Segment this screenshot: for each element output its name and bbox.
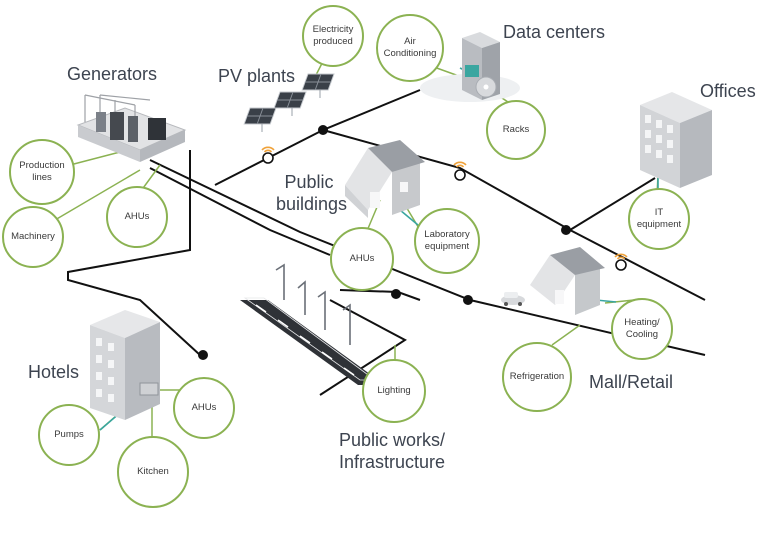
bubble-ahus-hotels: AHUs: [173, 377, 235, 439]
junction-dot: [561, 225, 571, 235]
title-public-buildings: Public buildings: [276, 172, 348, 214]
junction-dot: [391, 289, 401, 299]
bubble-label: Racks: [502, 124, 530, 135]
line-to-offices: [569, 177, 656, 231]
bubble-machinery: Machinery: [2, 206, 64, 268]
hotel-building: [90, 310, 160, 420]
bubble-heating-cooling: Heating/ Cooling: [611, 298, 673, 360]
wifi-icon: [453, 161, 467, 168]
bubble-refrigeration: Refrigeration: [502, 342, 572, 412]
title-offices: Offices: [700, 81, 756, 101]
bubble-label: AHUs: [349, 253, 375, 264]
bubble-production-lines: Production lines: [9, 139, 75, 205]
meter-ring: [454, 169, 466, 181]
pv-panels: [243, 73, 335, 132]
bubble-label: Production lines: [19, 160, 65, 183]
bubble-label: Lighting: [377, 385, 411, 396]
meter-ring: [615, 259, 627, 271]
bubble-electricity-produced: Electricity produced: [302, 5, 364, 67]
bubble-label: AHUs: [191, 402, 217, 413]
bubble-ahus-public: AHUs: [330, 227, 394, 291]
bubble-it-equipment: IT equipment: [628, 188, 690, 250]
junction-dots: [198, 125, 571, 360]
wifi-icons: [261, 146, 628, 260]
bubble-air-conditioning: Air Conditioning: [376, 14, 444, 82]
bubble-label: Refrigeration: [509, 371, 565, 382]
line-pv-branch: [214, 89, 421, 186]
bubble-label: Machinery: [11, 231, 55, 242]
junction-dot: [318, 125, 328, 135]
wifi-icon: [261, 146, 275, 153]
junction-dot: [463, 295, 473, 305]
junction-dot: [198, 350, 208, 360]
bubble-label: IT equipment: [636, 207, 682, 230]
mall-building: [501, 247, 605, 315]
road: [240, 297, 385, 385]
bubble-label: Heating/ Cooling: [624, 317, 660, 340]
line-publicworks-junction: [339, 289, 421, 301]
meter-rings: [262, 152, 627, 271]
generators-plant: [76, 94, 187, 162]
data-center-building: [420, 32, 520, 102]
bubble-label: AHUs: [124, 211, 150, 222]
bubble-ahus-generators: AHUs: [106, 186, 168, 248]
bubble-pumps: Pumps: [38, 404, 100, 466]
bubble-label: Laboratory equipment: [424, 229, 470, 252]
bubble-label: Pumps: [54, 429, 84, 440]
title-public-works: Public works/ Infrastructure: [339, 430, 446, 472]
bubble-label: Kitchen: [137, 466, 169, 477]
street-lamp-icon: [275, 263, 351, 345]
bubble-label: Electricity produced: [312, 24, 354, 47]
disc-icon: [475, 76, 497, 98]
car-icon: [501, 292, 525, 306]
meter-ring: [262, 152, 274, 164]
title-generators: Generators: [67, 64, 158, 84]
line-generators-to-hotels: [67, 150, 201, 356]
title-data-centers: Data centers: [503, 22, 606, 42]
wifi-icon: [614, 253, 628, 260]
bubble-kitchen: Kitchen: [117, 436, 189, 508]
title-mall-retail: Mall/Retail: [589, 372, 674, 392]
bubble-label: Air Conditioning: [383, 36, 437, 59]
public-building: [345, 140, 425, 218]
title-pv-plants: PV plants: [218, 66, 296, 86]
bubble-laboratory-equipment: Laboratory equipment: [414, 208, 480, 274]
title-hotels: Hotels: [28, 362, 80, 382]
bubble-lighting: Lighting: [362, 359, 426, 423]
office-building: [640, 92, 712, 188]
bubble-racks: Racks: [486, 100, 546, 160]
